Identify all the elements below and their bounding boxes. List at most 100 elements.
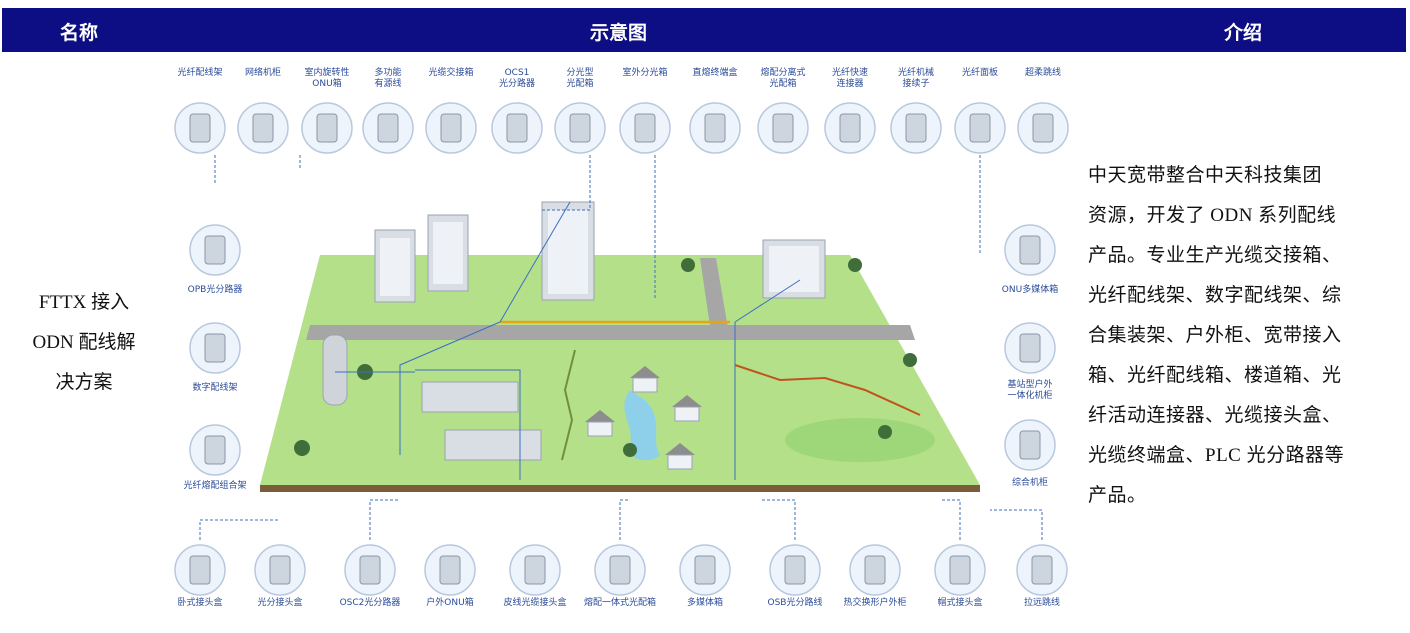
ground-edge — [260, 485, 980, 492]
dashed-connector — [990, 509, 1043, 540]
product-node — [174, 544, 226, 596]
product-node — [689, 102, 741, 154]
house-3 — [585, 410, 615, 437]
product-node — [174, 102, 226, 154]
solution-name-line: FTTX 接入 — [38, 292, 130, 313]
header-intro: 介绍 — [1224, 22, 1263, 44]
product-device-icon — [634, 113, 656, 143]
product-node — [849, 544, 901, 596]
aerial-fiber — [734, 364, 921, 416]
tree — [848, 258, 862, 272]
product-label: 光纤快速 连接器 — [831, 68, 868, 89]
product-label: 数字配线架 — [192, 383, 238, 393]
product-node — [189, 322, 241, 374]
product-label: 熔配分离式 光配箱 — [760, 68, 806, 89]
zone-divider — [561, 349, 576, 461]
product-node — [594, 544, 646, 596]
product-device-icon — [506, 113, 528, 143]
intro-line: 光纤配线架、数字配线架、综 — [1088, 285, 1342, 306]
product-node — [954, 102, 1006, 154]
table-header: 名称 示意图 介绍 — [2, 8, 1406, 52]
tree — [294, 440, 310, 456]
product-device-icon — [949, 555, 971, 585]
product-label: OSC2光分路器 — [339, 598, 401, 608]
dashed-connector — [199, 519, 280, 540]
product-device-icon — [839, 113, 861, 143]
product-node — [301, 102, 353, 154]
product-device-icon — [1019, 430, 1041, 460]
product-node — [344, 544, 396, 596]
product-device-icon — [440, 113, 462, 143]
intro-line: 箱、光纤配线箱、楼道箱、光 — [1088, 365, 1342, 386]
product-node — [237, 102, 289, 154]
intro-line: 产品。 — [1088, 485, 1147, 506]
product-label: 拉远跳线 — [1023, 598, 1060, 608]
tree — [623, 443, 637, 457]
solution-name-line: 决方案 — [55, 372, 113, 393]
distribution-link — [399, 321, 501, 455]
house-2 — [672, 395, 702, 422]
product-node — [554, 102, 606, 154]
main-road — [306, 325, 915, 340]
distribution-link — [499, 201, 571, 323]
tree — [878, 425, 892, 439]
product-label: 综合机柜 — [1011, 478, 1048, 488]
product-device-icon — [704, 113, 726, 143]
product-device-icon — [905, 113, 927, 143]
tower-building-1 — [374, 229, 416, 303]
product-node — [1004, 224, 1056, 276]
product-node — [1016, 544, 1068, 596]
product-node — [424, 544, 476, 596]
intro-line: 中天宽带整合中天科技集团 — [1088, 165, 1323, 186]
water-tower — [322, 334, 348, 406]
product-device-icon — [864, 555, 886, 585]
house-4 — [665, 443, 695, 470]
product-node — [934, 544, 986, 596]
product-device-icon — [204, 333, 226, 363]
product-node — [491, 102, 543, 154]
intro-line: 合集装架、户外柜、宽带接入 — [1088, 325, 1342, 346]
product-device-icon — [269, 555, 291, 585]
product-node — [189, 424, 241, 476]
dashed-connector — [619, 499, 630, 540]
product-label: 基站型户外 一体化机柜 — [1007, 380, 1053, 401]
tower-building-2 — [427, 214, 469, 292]
product-label: 网络机柜 — [244, 68, 281, 78]
product-device-icon — [1032, 113, 1054, 143]
product-label: 光缆交接箱 — [428, 68, 474, 78]
product-device-icon — [694, 555, 716, 585]
product-label: 帽式接头盒 — [937, 598, 983, 608]
solution-name-line: ODN 配线解 — [32, 332, 136, 353]
product-device-icon — [439, 555, 461, 585]
product-label: 多功能 有源线 — [374, 68, 402, 89]
product-device-icon — [569, 113, 591, 143]
tree — [681, 258, 695, 272]
product-node — [769, 544, 821, 596]
product-label: 光纤机械 接续子 — [897, 68, 934, 89]
product-node — [254, 544, 306, 596]
product-device-icon — [189, 555, 211, 585]
product-device-icon — [784, 555, 806, 585]
product-label: 熔配一体式光配箱 — [583, 598, 656, 608]
product-device-icon — [204, 435, 226, 465]
product-device-icon — [1019, 333, 1041, 363]
product-label: 多媒体箱 — [686, 598, 723, 608]
product-node — [679, 544, 731, 596]
product-node — [1017, 102, 1069, 154]
product-node — [189, 224, 241, 276]
header-name: 名称 — [60, 22, 99, 44]
product-label: 光纤熔配组合架 — [183, 481, 247, 491]
house-1 — [630, 366, 660, 393]
product-node — [362, 102, 414, 154]
dashed-connector — [940, 499, 961, 540]
product-label: OSB光分路线 — [767, 598, 823, 608]
product-node — [425, 102, 477, 154]
dashed-connector — [369, 499, 400, 540]
intro-line: 光缆终端盒、PLC 光分路器等 — [1088, 445, 1345, 466]
solution-name: FTTX 接入 ODN 配线解 决方案 — [10, 283, 158, 403]
dashed-connector — [760, 499, 796, 540]
odn-scene — [174, 102, 1069, 596]
product-device-icon — [772, 113, 794, 143]
product-label: OCS1 光分路器 — [498, 68, 535, 89]
